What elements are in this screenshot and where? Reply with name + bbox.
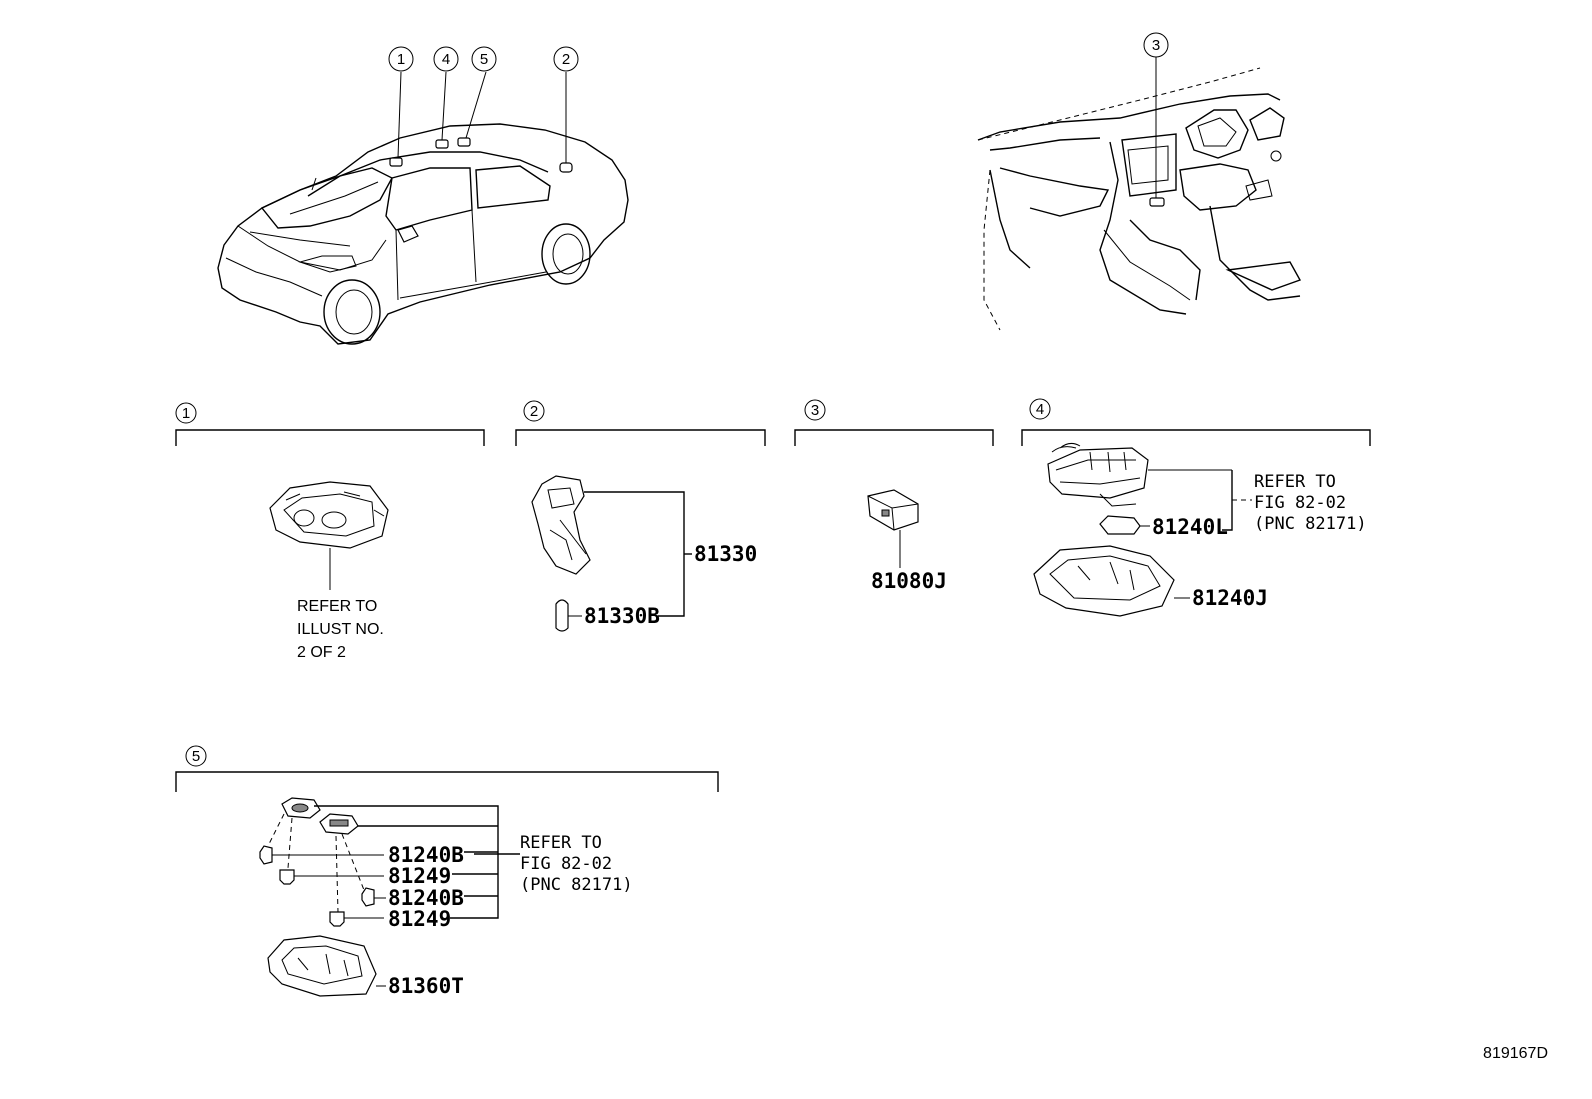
part-label-81240b-1: 81240B bbox=[388, 843, 464, 867]
group-3: 3 81080J bbox=[794, 399, 994, 593]
part-label-81330b: 81330B bbox=[584, 604, 660, 628]
illustration-id: 819167D bbox=[1483, 1045, 1548, 1062]
part-label-81240l: 81240L bbox=[1152, 515, 1228, 539]
group-4: 4 REFER TO FIG 82-02 (PNC 82171) 81240L … bbox=[1021, 398, 1371, 617]
svg-text:1: 1 bbox=[397, 51, 405, 68]
callout-marker-1: 1 bbox=[388, 46, 414, 72]
group-1-note-line-2: ILLUST NO. bbox=[297, 621, 384, 638]
car-illustration bbox=[217, 71, 629, 345]
group-2-number: 2 bbox=[530, 403, 538, 420]
callout-marker-4: 4 bbox=[433, 46, 459, 72]
group-4-note-line-2: FIG 82-02 bbox=[1254, 493, 1346, 513]
part-label-81240j: 81240J bbox=[1192, 586, 1268, 610]
group-1-number: 1 bbox=[182, 405, 190, 422]
group-4-number: 4 bbox=[1036, 401, 1044, 418]
svg-text:3: 3 bbox=[1152, 37, 1160, 54]
part-label-81240b-2: 81240B bbox=[388, 886, 464, 910]
group-1-note-line-3: 2 OF 2 bbox=[297, 644, 346, 661]
callout-marker-5: 5 bbox=[471, 46, 497, 72]
svg-text:5: 5 bbox=[480, 51, 488, 68]
part-label-81330: 81330 bbox=[694, 542, 757, 566]
part-label-81249-2: 81249 bbox=[388, 907, 451, 931]
callout-marker-2: 2 bbox=[553, 46, 579, 72]
group-4-note-line-1: REFER TO bbox=[1254, 472, 1336, 492]
callout-marker-3: 3 bbox=[1143, 32, 1169, 58]
svg-text:4: 4 bbox=[442, 51, 450, 68]
svg-text:2: 2 bbox=[562, 51, 570, 68]
part-label-81080j: 81080J bbox=[871, 569, 947, 593]
part-label-81249-1: 81249 bbox=[388, 864, 451, 888]
group-5: 5 81240B 81249 81240B 81249 bbox=[175, 745, 719, 998]
part-label-81360t: 81360T bbox=[388, 974, 464, 998]
group-5-note-line-2: FIG 82-02 bbox=[520, 854, 612, 874]
group-2: 2 81330 81330B bbox=[515, 400, 766, 632]
group-3-number: 3 bbox=[811, 402, 819, 419]
group-1-note-line-1: REFER TO bbox=[297, 598, 377, 615]
group-5-note-line-1: REFER TO bbox=[520, 833, 602, 853]
group-5-number: 5 bbox=[192, 748, 200, 765]
dashboard-illustration bbox=[977, 57, 1302, 331]
group-4-note-line-3: (PNC 82171) bbox=[1254, 514, 1367, 534]
group-5-note-line-3: (PNC 82171) bbox=[520, 875, 633, 895]
group-1: 1 REFER TO ILLUST NO. 2 OF 2 bbox=[175, 402, 485, 661]
